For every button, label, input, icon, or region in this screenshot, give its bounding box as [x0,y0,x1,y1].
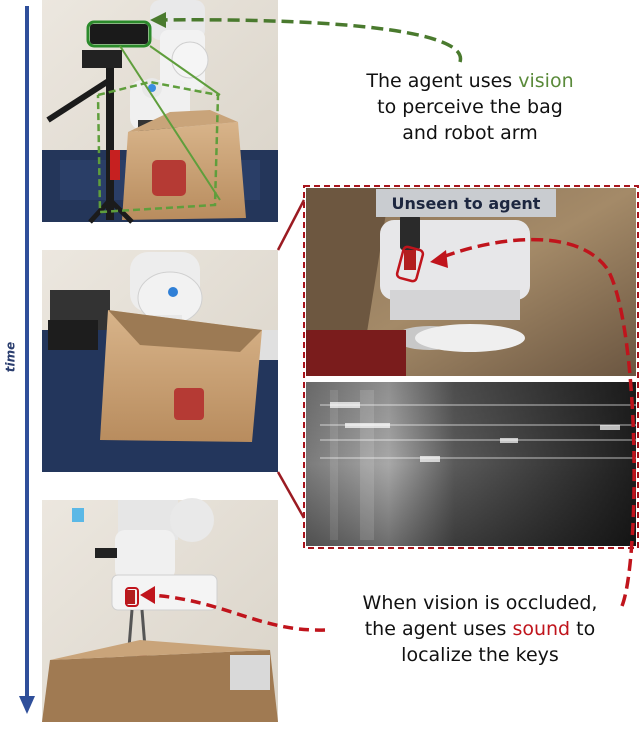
connector-bottom [276,471,306,519]
vision-caption-line1: The agent uses [366,70,519,92]
bottom-photo [42,498,278,722]
connector-top [276,199,306,251]
sound-caption-line2-post: to [570,618,596,640]
occluded-view-photo [306,188,636,376]
sound-arrow-lower [149,593,326,632]
time-arrow [19,6,35,714]
keys-marker [125,587,139,607]
middle-photo [42,250,278,472]
sound-caption-line2-pre: the agent uses [364,618,513,640]
vision-highlight: vision [518,70,574,92]
vision-caption-line3: and robot arm [402,122,538,144]
spectrogram-panel [306,382,636,546]
sound-caption: When vision is occluded, the agent uses … [325,590,635,668]
occluded-frame [303,185,639,549]
top-photo [42,0,278,224]
sound-arrow-lower-head [140,586,155,604]
vision-arrow [159,18,463,63]
vision-caption-line2: to perceive the bag [377,96,563,118]
vision-arrow-head [150,12,166,28]
sound-arrow-upper-head [430,250,448,268]
time-label: time [3,341,17,373]
sound-caption-line3: localize the keys [401,644,559,666]
unseen-badge: Unseen to agent [376,189,556,217]
sound-caption-line1: When vision is occluded, [362,592,598,614]
sound-highlight: sound [512,618,571,640]
vision-caption: The agent uses vision to perceive the ba… [330,68,610,146]
sound-arrow-upper [439,237,636,607]
